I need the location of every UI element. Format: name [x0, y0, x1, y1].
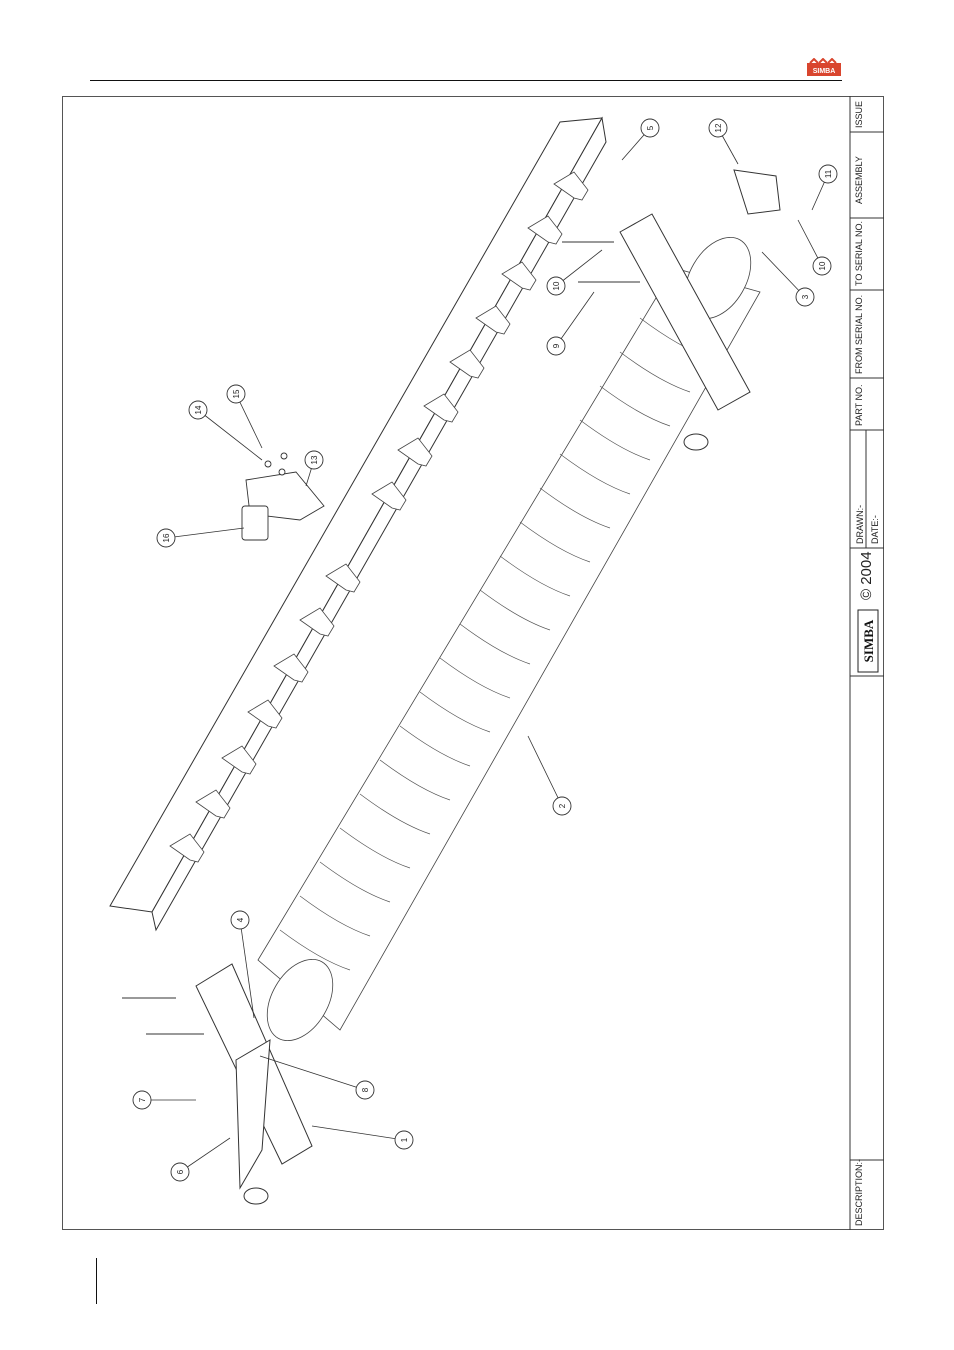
issue-label: ISSUE [854, 101, 864, 128]
title-logo-text: SIMBA [861, 619, 876, 662]
from-serial-label: FROM SERIAL NO. [854, 295, 864, 374]
callout-11: 11 [824, 169, 833, 178]
callout-6: 6 [176, 1169, 185, 1174]
callout-5: 5 [646, 125, 655, 130]
part-no-label: PART NO. [854, 384, 864, 426]
copyright-year: © 2004 [858, 551, 875, 600]
callout-3: 3 [801, 294, 810, 299]
callout-4: 4 [236, 917, 245, 922]
description-label: DESCRIPTION:- [854, 1159, 864, 1226]
callout-14: 14 [194, 405, 203, 414]
date-label: DATE:- [870, 515, 880, 544]
callout-16: 16 [162, 533, 171, 542]
callout-1: 1 [400, 1137, 409, 1142]
drawn-label: DRAWN:- [855, 505, 865, 544]
callout-7: 7 [138, 1097, 147, 1102]
callout-15: 15 [232, 389, 241, 398]
callout-13: 13 [310, 455, 319, 464]
callout-10a: 10 [552, 281, 561, 290]
to-serial-label: TO SERIAL NO. [854, 221, 864, 286]
callout-8: 8 [361, 1087, 370, 1092]
margin-rule [96, 1258, 97, 1304]
callout-9: 9 [552, 343, 561, 348]
callout-12: 12 [714, 123, 723, 132]
callout-10b: 10 [818, 261, 827, 270]
assembly-label: ASSEMBLY [854, 156, 864, 204]
callout-2: 2 [558, 803, 567, 808]
simba-title-logo-icon: SIMBA [856, 608, 880, 674]
